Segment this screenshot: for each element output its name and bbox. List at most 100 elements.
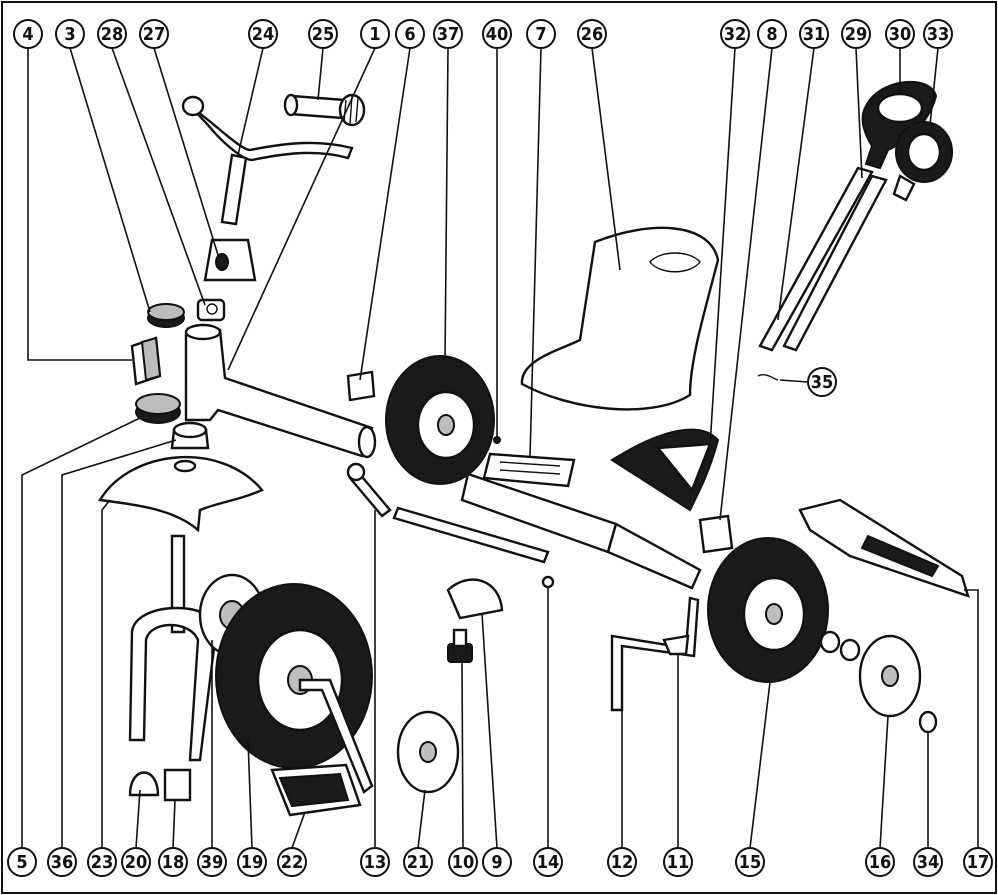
part-rear-axle bbox=[392, 506, 550, 564]
callout-number: 6 bbox=[395, 19, 425, 49]
callout-circle bbox=[720, 19, 750, 49]
part-rear-frame-tube bbox=[460, 472, 702, 590]
callout-number: 16 bbox=[865, 847, 895, 877]
callout-circle bbox=[121, 847, 151, 877]
callout-number: 33 bbox=[923, 19, 953, 49]
callout-circle bbox=[482, 847, 512, 877]
callout-number: 4 bbox=[13, 19, 43, 49]
callout-circle bbox=[139, 19, 169, 49]
callout-circle bbox=[448, 847, 478, 877]
callout-circle bbox=[395, 19, 425, 49]
callouts-side: 35 bbox=[807, 367, 837, 397]
part-crank bbox=[298, 678, 374, 794]
callout-label: 28 bbox=[101, 24, 124, 45]
part-bearing-bottom bbox=[135, 393, 181, 424]
callout-number: 3 bbox=[55, 19, 85, 49]
part-fork-tip bbox=[163, 768, 192, 802]
callout-number: 22 bbox=[277, 847, 307, 877]
callout-number: 32 bbox=[720, 19, 750, 49]
callout-circle bbox=[923, 19, 953, 49]
callout-label: 18 bbox=[162, 852, 185, 873]
part-clip-right bbox=[698, 514, 734, 554]
part-axle-pin bbox=[346, 462, 392, 518]
callout-label: 11 bbox=[667, 852, 690, 873]
callout-number: 11 bbox=[663, 847, 693, 877]
callout-circle bbox=[607, 847, 637, 877]
callout-label: 13 bbox=[364, 852, 387, 873]
callout-number: 5 bbox=[7, 847, 37, 877]
callout-label: 23 bbox=[91, 852, 114, 873]
callout-circle bbox=[482, 19, 512, 49]
part-seat bbox=[520, 226, 720, 411]
callout-circle bbox=[865, 847, 895, 877]
callout-label: 16 bbox=[869, 852, 892, 873]
callout-number: 36 bbox=[47, 847, 77, 877]
leader-lines bbox=[21, 47, 979, 849]
callout-number: 25 bbox=[308, 19, 338, 49]
callout-circle bbox=[799, 19, 829, 49]
callout-label: 29 bbox=[845, 24, 868, 45]
callout-number: 23 bbox=[87, 847, 117, 877]
callout-label: 5 bbox=[16, 852, 27, 873]
callout-label: 27 bbox=[143, 24, 166, 45]
callout-circle bbox=[97, 19, 127, 49]
callout-label: 40 bbox=[486, 24, 509, 45]
callout-label: 30 bbox=[889, 24, 912, 45]
callout-number: 19 bbox=[237, 847, 267, 877]
callout-circle bbox=[433, 19, 463, 49]
callout-label: 33 bbox=[927, 24, 950, 45]
callout-circle bbox=[308, 19, 338, 49]
callout-circle bbox=[735, 847, 765, 877]
callout-label: 31 bbox=[803, 24, 826, 45]
part-chain-guard bbox=[610, 428, 720, 512]
callout-circle bbox=[577, 19, 607, 49]
part-rear-wheel-right bbox=[707, 537, 829, 683]
callout-label: 19 bbox=[241, 852, 264, 873]
callout-label: 7 bbox=[535, 24, 546, 45]
callout-label: 9 bbox=[491, 852, 502, 873]
callout-number: 13 bbox=[360, 847, 390, 877]
callout-label: 20 bbox=[125, 852, 148, 873]
callout-label: 21 bbox=[407, 852, 430, 873]
part-seat-knob bbox=[446, 578, 504, 620]
callout-number: 29 bbox=[841, 19, 871, 49]
callout-circle bbox=[533, 847, 563, 877]
callout-label: 24 bbox=[252, 24, 275, 45]
part-pedal bbox=[270, 763, 362, 817]
callout-label: 1 bbox=[369, 24, 380, 45]
callout-number: 17 bbox=[963, 847, 993, 877]
callout-circle bbox=[7, 847, 37, 877]
part-spring bbox=[757, 373, 779, 381]
callout-label: 12 bbox=[611, 852, 634, 873]
callout-circle bbox=[197, 847, 227, 877]
part-push-handle bbox=[861, 80, 938, 170]
callout-label: 6 bbox=[404, 24, 415, 45]
part-rear-wheel-left bbox=[385, 355, 495, 485]
callout-label: 8 bbox=[766, 24, 777, 45]
callout-label: 14 bbox=[537, 852, 560, 873]
part-knob-bolt bbox=[447, 628, 473, 663]
callout-circle bbox=[55, 19, 85, 49]
part-axle-cap bbox=[128, 771, 160, 797]
callout-circle bbox=[277, 847, 307, 877]
callout-circle bbox=[913, 847, 943, 877]
callout-label: 17 bbox=[967, 852, 990, 873]
part-hubcap-rear bbox=[858, 634, 922, 718]
callout-label: 39 bbox=[201, 852, 224, 873]
callout-circle bbox=[237, 847, 267, 877]
callout-label: 32 bbox=[724, 24, 747, 45]
part-bearing-ring-2 bbox=[839, 638, 861, 662]
callout-number: 31 bbox=[799, 19, 829, 49]
part-main-frame bbox=[184, 323, 377, 459]
part-bearing-ring-1 bbox=[819, 630, 841, 654]
callout-number: 35 bbox=[807, 367, 837, 397]
callout-number: 21 bbox=[403, 847, 433, 877]
callout-circle bbox=[757, 19, 787, 49]
callout-label: 26 bbox=[581, 24, 604, 45]
callout-circle bbox=[885, 19, 915, 49]
part-clamp-ring bbox=[196, 298, 226, 322]
